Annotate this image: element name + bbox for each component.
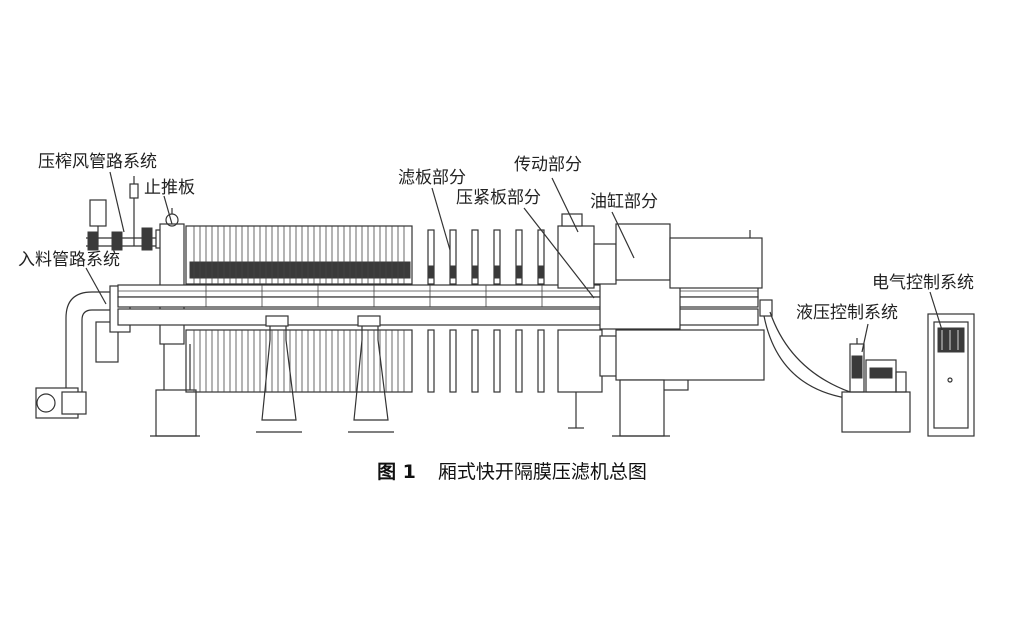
- main-beams: [117, 278, 759, 330]
- press-air-valve-assembly: [86, 176, 168, 251]
- label-press-air-system: 压榨风管路系统: [38, 152, 157, 172]
- electric-cabinet: [927, 313, 975, 437]
- hydraulic-station: [841, 338, 911, 433]
- label-drive: 传动部分: [514, 155, 582, 175]
- label-electric-control: 电气控制系统: [872, 273, 974, 293]
- figure-caption: 图 1 厢式快开隔膜压滤机总图: [0, 457, 1024, 484]
- label-feed-pipe-system: 入料管路系统: [18, 250, 120, 270]
- label-press-plate: 压紧板部分: [456, 188, 541, 208]
- feed-pipe-assembly: [35, 285, 131, 419]
- hydraulic-hoses: [763, 311, 851, 399]
- caption-text: 厢式快开隔膜压滤机总图: [437, 461, 647, 483]
- label-cylinder: 油缸部分: [590, 191, 658, 212]
- cylinder-assembly: [612, 223, 773, 437]
- leader-lines: [85, 171, 943, 353]
- label-stop-plate: 止推板: [144, 178, 195, 198]
- label-hydraulic-control: 液压控制系统: [796, 303, 898, 323]
- caption-number: 图 1: [377, 461, 416, 483]
- label-filter-plate: 滤板部分: [398, 168, 466, 188]
- leg-supports: [256, 315, 394, 433]
